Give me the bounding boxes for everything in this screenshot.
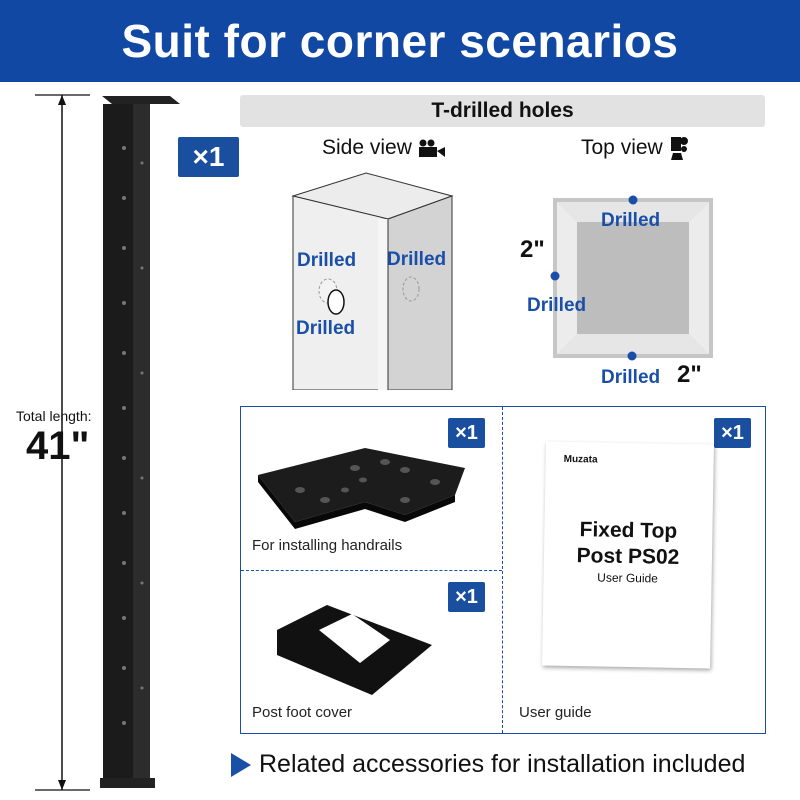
guide-title: Fixed Top Post PS02 — [544, 517, 713, 572]
post-illustration — [35, 94, 180, 791]
accessories-panel — [240, 406, 766, 734]
accessory-caption: User guide — [519, 704, 592, 721]
guide-title-line: Fixed Top — [579, 518, 678, 543]
section-title: T-drilled holes — [240, 95, 765, 127]
side-view-diagram — [291, 172, 454, 390]
quantity-badge: ×1 — [714, 418, 751, 448]
triangle-bullet-icon — [231, 753, 251, 777]
corner-plate-image — [258, 448, 465, 529]
dimension-label: 2" — [677, 361, 702, 388]
guide-subtitle: User Guide — [597, 570, 659, 586]
drilled-label: Drilled — [601, 367, 661, 388]
guide-brand: Muzata — [563, 453, 598, 466]
drilled-label: Drilled — [527, 295, 587, 316]
quantity-badge: ×1 — [178, 137, 239, 177]
accessory-caption: Post foot cover — [252, 704, 353, 721]
footer-note: Related accessories for installation inc… — [259, 750, 746, 778]
guide-title-line: Post PS02 — [576, 544, 680, 569]
divider — [241, 570, 502, 571]
side-view-heading: Side view — [322, 136, 446, 160]
drilled-label: Drilled — [296, 318, 356, 339]
security-camera-icon — [670, 137, 688, 160]
top-view-heading: Top view — [581, 136, 691, 160]
drilled-label: Drilled — [297, 250, 357, 271]
drilled-label: Drilled — [601, 210, 661, 231]
total-length-value: 41" — [26, 424, 90, 468]
user-guide-image: Muzata Fixed Top Post PS02 User Guide — [542, 441, 714, 669]
dimension-label: 2" — [520, 236, 545, 263]
quantity-badge: ×1 — [448, 582, 485, 612]
divider — [502, 407, 503, 733]
side-view-label: Side view — [322, 136, 412, 159]
quantity-badge: ×1 — [448, 418, 485, 448]
total-length-label: Total length: — [16, 408, 92, 424]
drilled-label: Drilled — [387, 249, 447, 270]
foot-cover-image — [277, 605, 432, 695]
top-view-label: Top view — [581, 136, 663, 159]
page-title: Suit for corner scenarios — [0, 0, 800, 82]
top-view-diagram — [550, 195, 713, 361]
accessory-caption: For installing handrails — [252, 537, 403, 554]
video-camera-icon — [418, 139, 445, 157]
